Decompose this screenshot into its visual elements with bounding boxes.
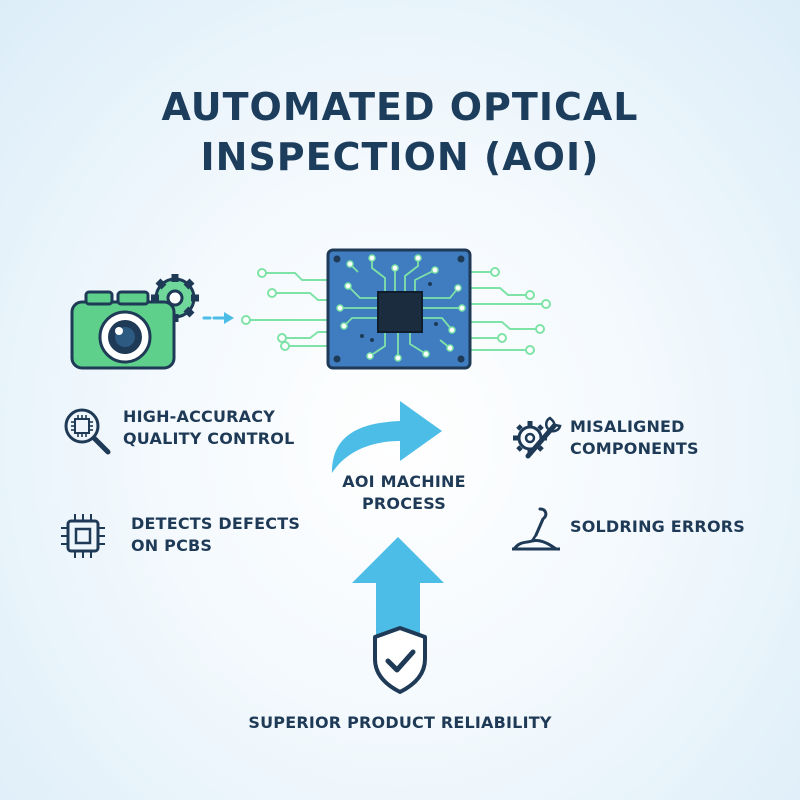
- feature-soldering-label: SOLDRING ERRORS: [570, 516, 745, 538]
- process-label: AOI MACHINE PROCESS: [330, 471, 478, 515]
- gear-wrench-icon: [510, 416, 562, 462]
- camera-to-board-arrow: [202, 310, 236, 326]
- camera-icon: [70, 272, 205, 372]
- up-arrow: [352, 537, 444, 635]
- feature-accuracy-line-1: HIGH-ACCURACY: [123, 407, 275, 426]
- feature-misaligned-line-2: COMPONENTS: [570, 439, 699, 458]
- title-line-2: INSPECTION (AOI): [200, 135, 600, 179]
- soldering-iron-icon: [510, 505, 562, 551]
- process-line-1: AOI MACHINE: [342, 472, 466, 491]
- page-title: AUTOMATED OPTICAL INSPECTION (AOI): [0, 82, 800, 182]
- magnifier-chip-icon: [62, 406, 114, 458]
- pcb-board-icon: [240, 240, 560, 375]
- title-line-1: AUTOMATED OPTICAL: [161, 85, 639, 129]
- feature-defects-label: DETECTS DEFECTS ON PCBS: [131, 513, 300, 557]
- result-label: SUPERIOR PRODUCT RELIABILITY: [248, 713, 552, 732]
- feature-accuracy-label: HIGH-ACCURACY QUALITY CONTROL: [123, 406, 294, 450]
- chip-icon: [60, 513, 106, 559]
- feature-defects-line-1: DETECTS DEFECTS: [131, 514, 301, 533]
- shield-check-icon: [370, 625, 430, 695]
- curved-process-arrow: [330, 395, 445, 475]
- feature-misaligned-label: MISALIGNED COMPONENTS: [570, 416, 699, 460]
- feature-soldering-line-1: SOLDRING ERRORS: [570, 517, 745, 536]
- feature-accuracy-line-2: QUALITY CONTROL: [123, 429, 295, 448]
- feature-misaligned-line-1: MISALIGNED: [570, 417, 685, 436]
- process-line-2: PROCESS: [361, 494, 447, 513]
- feature-defects-line-2: ON PCBS: [131, 536, 213, 555]
